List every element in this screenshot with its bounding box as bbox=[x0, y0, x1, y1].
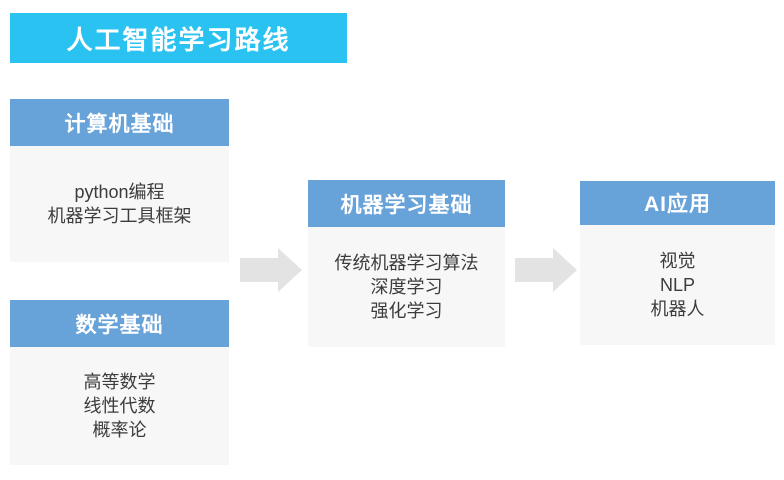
box-computer-basics-header: 计算机基础 bbox=[10, 99, 229, 146]
box-machine-learning-basics-body: 传统机器学习算法 深度学习 强化学习 bbox=[308, 227, 505, 347]
box-item: 概率论 bbox=[92, 420, 147, 440]
box-math-basics-body: 高等数学 线性代数 概率论 bbox=[10, 347, 229, 465]
diagram-title-banner: 人工智能学习路线 bbox=[10, 13, 347, 63]
box-item: 机器人 bbox=[650, 299, 705, 319]
box-computer-basics: 计算机基础 python编程 机器学习工具框架 bbox=[10, 99, 229, 262]
box-item: 高等数学 bbox=[83, 372, 156, 392]
diagram-title: 人工智能学习路线 bbox=[66, 24, 291, 55]
box-item: 机器学习工具框架 bbox=[47, 206, 192, 226]
right-arrow-icon bbox=[240, 248, 302, 292]
box-ai-applications: AI应用 视觉 NLP 机器人 bbox=[580, 181, 775, 345]
box-ai-applications-header: AI应用 bbox=[580, 181, 775, 225]
box-ai-applications-body: 视觉 NLP 机器人 bbox=[580, 225, 775, 345]
box-computer-basics-body: python编程 机器学习工具框架 bbox=[10, 146, 229, 262]
box-item: 视觉 bbox=[659, 251, 696, 271]
right-arrow-icon bbox=[515, 248, 577, 292]
box-item: 传统机器学习算法 bbox=[334, 253, 479, 273]
box-item: python编程 bbox=[74, 182, 165, 202]
box-item: 强化学习 bbox=[370, 301, 443, 321]
box-machine-learning-basics-header: 机器学习基础 bbox=[308, 180, 505, 227]
box-math-basics-header: 数学基础 bbox=[10, 300, 229, 347]
box-machine-learning-basics: 机器学习基础 传统机器学习算法 深度学习 强化学习 bbox=[308, 180, 505, 347]
box-math-basics: 数学基础 高等数学 线性代数 概率论 bbox=[10, 300, 229, 465]
box-item: 深度学习 bbox=[370, 277, 443, 297]
box-item: NLP bbox=[659, 275, 695, 295]
box-item: 线性代数 bbox=[83, 396, 156, 416]
